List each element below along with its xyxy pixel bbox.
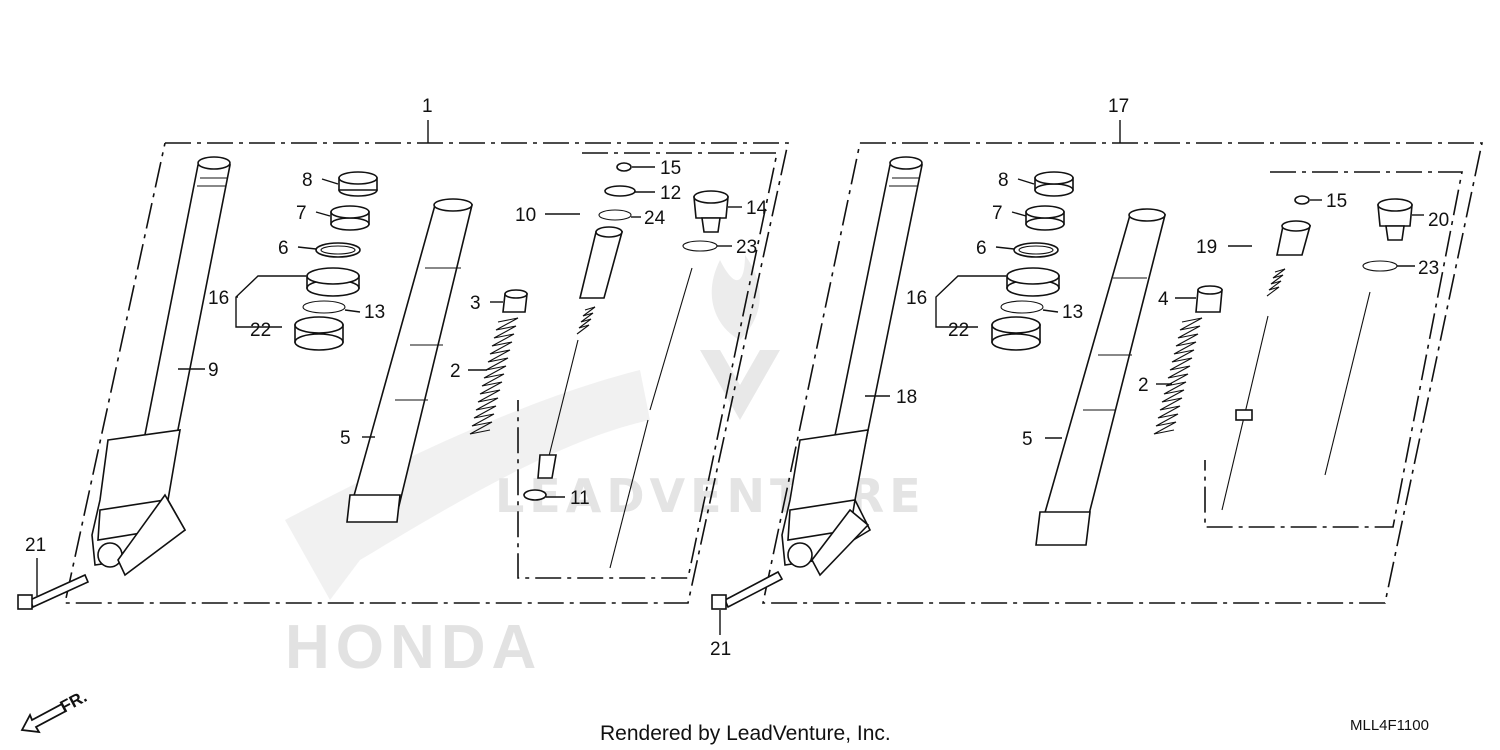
bushing-part-7-left bbox=[330, 205, 370, 231]
fork-cap-part-14-left bbox=[693, 190, 729, 233]
washer-part-12-left bbox=[604, 185, 636, 197]
callout-15: 15 bbox=[1326, 191, 1347, 212]
right-callouts: 17 8 7 6 16 13 22 18 4 2 5 19 15 20 23 2… bbox=[710, 96, 1449, 660]
callout-8: 8 bbox=[998, 170, 1009, 191]
o-ring-part-23-right bbox=[1362, 260, 1398, 272]
bushing-part-8-right bbox=[1034, 171, 1074, 197]
axle-pinch-bolt-part-21-right bbox=[711, 570, 784, 610]
oil-seal-part-16-left bbox=[306, 267, 360, 297]
callout-16: 16 bbox=[906, 288, 927, 309]
honda-watermark-text: HONDA bbox=[285, 613, 542, 682]
fork-cap-part-20-right bbox=[1377, 198, 1413, 241]
dust-seal-part-22-right bbox=[991, 316, 1041, 351]
snap-ring-part-13-right bbox=[1000, 300, 1044, 314]
inner-tube-part-5 bbox=[346, 198, 474, 523]
diagram-code: MLL4F1100 bbox=[1350, 717, 1429, 734]
callout-2: 2 bbox=[1138, 375, 1149, 396]
bushing-part-7-right bbox=[1025, 205, 1065, 231]
callout-9: 9 bbox=[208, 360, 219, 381]
callout-21: 21 bbox=[25, 535, 46, 556]
rendered-by-credit: Rendered by LeadVenture, Inc. bbox=[600, 722, 891, 745]
bushing-part-8-left bbox=[338, 171, 378, 197]
callout-18: 18 bbox=[896, 387, 917, 408]
callout-5: 5 bbox=[340, 428, 351, 449]
callout-15: 15 bbox=[660, 158, 681, 179]
nut-part-15-right bbox=[1294, 195, 1310, 205]
callout-14: 14 bbox=[746, 198, 768, 219]
callout-13: 13 bbox=[364, 302, 385, 323]
honda-watermark: HONDA bbox=[285, 370, 650, 682]
callout-1: 1 bbox=[422, 96, 433, 117]
callout-17: 17 bbox=[1108, 96, 1129, 117]
callout-11: 11 bbox=[570, 488, 590, 509]
leadventure-logo-mark bbox=[700, 350, 780, 420]
left-assembly-frame bbox=[64, 120, 789, 604]
washer-part-6-right bbox=[1013, 242, 1059, 258]
oil-seal-part-16-right bbox=[1006, 267, 1060, 297]
leader-lines bbox=[36, 166, 1424, 635]
o-ring-part-11-left bbox=[523, 489, 547, 501]
cartridge-part-19-right bbox=[1221, 220, 1312, 511]
callout-23: 23 bbox=[1418, 258, 1439, 279]
spring-part-2-right bbox=[1153, 317, 1203, 435]
callout-5: 5 bbox=[1022, 429, 1033, 450]
callout-19: 19 bbox=[1196, 237, 1217, 258]
callout-16: 16 bbox=[208, 288, 229, 309]
inner-tube-part-5-right bbox=[1035, 208, 1167, 546]
left-callouts: 1 8 7 6 16 13 22 9 3 2 5 10 15 12 24 14 … bbox=[25, 96, 768, 556]
callout-12: 12 bbox=[660, 183, 681, 204]
callout-7: 7 bbox=[296, 203, 307, 224]
damper-cartridge-part-10 bbox=[537, 226, 624, 479]
o-ring-part-24-left bbox=[598, 209, 632, 221]
callout-13: 13 bbox=[1062, 302, 1083, 323]
front-direction-indicator: FR. bbox=[20, 687, 90, 734]
dust-seal-part-22-left bbox=[294, 316, 344, 351]
spring-part-2-left bbox=[469, 317, 519, 435]
right-assembly-frame bbox=[762, 120, 1483, 604]
callout-10: 10 bbox=[515, 205, 536, 226]
callout-24: 24 bbox=[644, 208, 666, 229]
callout-8: 8 bbox=[302, 170, 313, 191]
callout-22: 22 bbox=[948, 320, 969, 341]
callout-2: 2 bbox=[450, 361, 461, 382]
push-rod-left bbox=[609, 267, 693, 569]
front-arrow-icon bbox=[20, 702, 68, 734]
snap-ring-part-13-left bbox=[302, 300, 346, 314]
callout-20: 20 bbox=[1428, 210, 1449, 231]
callout-6: 6 bbox=[278, 238, 289, 259]
washer-part-6-left bbox=[315, 242, 361, 258]
collar-part-4-right bbox=[1195, 285, 1223, 313]
callout-21: 21 bbox=[710, 639, 731, 660]
callout-6: 6 bbox=[976, 238, 987, 259]
callout-7: 7 bbox=[992, 203, 1003, 224]
callout-23: 23 bbox=[736, 237, 757, 258]
o-ring-part-23-left bbox=[682, 240, 718, 252]
nut-part-15-left bbox=[616, 162, 632, 172]
axle-pinch-bolt-part-21-left bbox=[17, 573, 90, 610]
callout-3: 3 bbox=[470, 293, 481, 314]
callout-4: 4 bbox=[1158, 289, 1169, 310]
push-rod-right bbox=[1324, 291, 1371, 476]
callout-22: 22 bbox=[250, 320, 271, 341]
collar-part-3-left bbox=[502, 289, 528, 313]
axle-bracket-right bbox=[781, 429, 872, 577]
axle-bracket-left bbox=[91, 429, 187, 577]
